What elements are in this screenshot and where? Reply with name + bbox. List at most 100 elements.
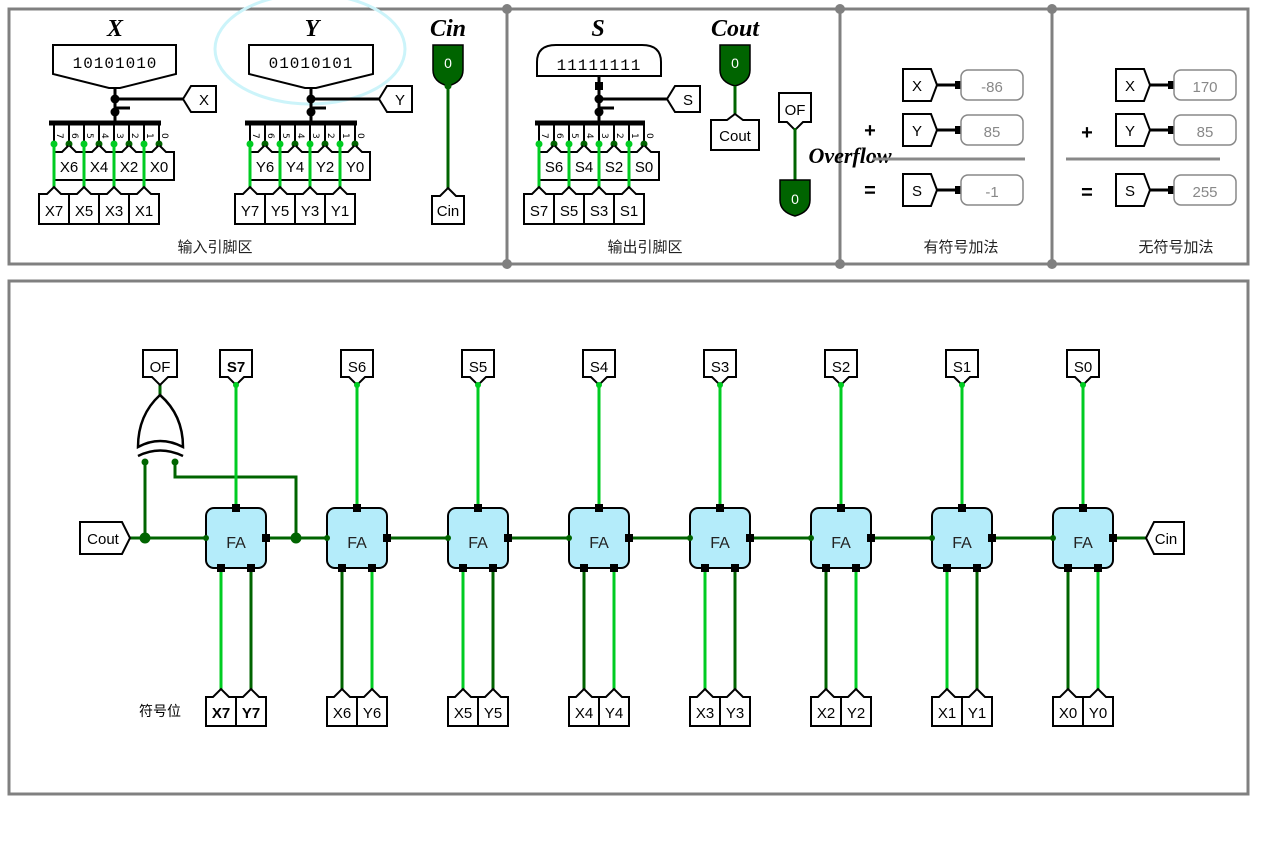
s-output-pin <box>536 44 662 77</box>
y-input-label: Y2 <box>847 705 865 722</box>
x-bit-index: 3 <box>114 133 124 139</box>
x-bit-index: 2 <box>129 133 139 139</box>
signed-tunnel <box>902 68 939 102</box>
unsigned-tunnel-label: Y <box>1125 123 1135 140</box>
sign-bit-label: 符号位 <box>139 703 181 719</box>
s-tunnel <box>665 85 701 113</box>
of-tunnel-top <box>778 92 812 132</box>
s-lower-tunnel: S7 <box>523 144 555 225</box>
x-lower-tunnel: X7 <box>38 144 70 225</box>
of-tunnel-label: OF <box>150 359 171 376</box>
s-bit-index: 6 <box>554 133 564 139</box>
y-bit-index: 7 <box>250 133 260 139</box>
full-adder-label: FA <box>831 535 851 552</box>
sum-tunnel <box>1066 349 1100 387</box>
x-title: X <box>106 16 124 42</box>
of-tunnel-bottom: OF <box>142 349 178 387</box>
full-adder-label: FA <box>710 535 730 552</box>
x-lower-label: X3 <box>105 203 123 220</box>
signed-probe-value: -86 <box>981 79 1003 96</box>
x-input-tunnel: X2 <box>810 687 842 727</box>
signed-tunnel-label: X <box>912 78 922 95</box>
x-upper-label: X0 <box>150 159 168 176</box>
x-input-label: X3 <box>696 705 714 722</box>
full-adder-label: FA <box>347 535 367 552</box>
x-bit-index: 1 <box>144 133 154 139</box>
signed-tunnel <box>902 113 939 147</box>
unsigned-probe-value: 255 <box>1192 184 1217 201</box>
x-bit-index: 0 <box>159 133 169 139</box>
cin-tunnel-bottom: Cin <box>1144 521 1185 555</box>
y-upper-tunnel: Y2 <box>309 143 341 181</box>
s-lower-tunnel: S5 <box>553 144 585 225</box>
sum-tunnel-label: S2 <box>832 359 850 376</box>
y-title: Y <box>305 16 322 42</box>
cin-tunnel <box>431 186 465 225</box>
s-upper-label: S0 <box>635 159 653 176</box>
s-lower-label: S7 <box>530 203 548 220</box>
y-input-label: Y3 <box>726 705 744 722</box>
xor-gate[interactable] <box>136 393 185 458</box>
s-bit-index: 0 <box>644 133 654 139</box>
x-bit-index: 6 <box>69 133 79 139</box>
svg-text:0: 0 <box>731 55 739 71</box>
cout-title: Cout <box>711 16 760 42</box>
x-input-pin[interactable] <box>52 44 177 89</box>
unsigned-panel-caption: 无符号加法 <box>1138 238 1213 256</box>
x-input-tunnel: X5 <box>447 687 479 727</box>
s-bits-value: 11111111 <box>557 57 642 75</box>
y-input-pin[interactable] <box>248 44 374 89</box>
s-bit-index: 4 <box>584 133 594 139</box>
x-lower-label: X1 <box>135 203 153 220</box>
sum-tunnel-label: S3 <box>711 359 729 376</box>
signed-tunnel <box>902 173 939 207</box>
signed-tunnel-label: Y <box>912 123 922 140</box>
sum-tunnel <box>340 349 374 387</box>
y-bit-index: 4 <box>295 133 305 139</box>
x-upper-label: X2 <box>120 159 138 176</box>
sum-tunnel <box>824 349 858 387</box>
unsigned-probe-value-box <box>1173 69 1237 101</box>
input-panel-caption: 输入引脚区 <box>177 238 252 256</box>
x-input-label: X4 <box>575 705 593 722</box>
s-bit-index: 3 <box>599 133 609 139</box>
unsigned-plus: + <box>1081 122 1093 144</box>
y-upper-tunnel: Y4 <box>279 143 311 181</box>
junction-dot <box>290 532 302 544</box>
y-lower-label: Y5 <box>271 203 289 220</box>
y-input-tunnel: Y5 <box>477 687 509 727</box>
sum-tunnel <box>582 349 616 387</box>
y-bit-index: 0 <box>355 133 365 139</box>
s-lower-tunnel: S3 <box>583 144 615 225</box>
unsigned-tunnel <box>1115 173 1152 207</box>
unsigned-tunnel <box>1115 113 1152 147</box>
y-bit-index: 2 <box>325 133 335 139</box>
signed-probe-value: 85 <box>984 124 1001 141</box>
y-input-label: Y6 <box>363 705 381 722</box>
sum-tunnel-label: S5 <box>469 359 487 376</box>
y-upper-tunnel: Y0 <box>339 143 371 181</box>
y-bits-value: 01010101 <box>269 55 354 73</box>
s-upper-tunnel: S0 <box>628 143 660 181</box>
y-lower-label: Y7 <box>241 203 259 220</box>
output-panel: S Cout 11111111 S 0 Cout OF 0 Overflow 输… <box>535 16 892 256</box>
unsigned-probe-value: 85 <box>1197 124 1214 141</box>
signed-tunnel-label: S <box>912 183 922 200</box>
sum-tunnel <box>703 349 737 387</box>
unsigned-probe-value-box <box>1173 114 1237 146</box>
x-upper-label: X4 <box>90 159 108 176</box>
y-bit-index: 1 <box>340 133 350 139</box>
y-lower-tunnel: Y5 <box>264 144 296 225</box>
signed-probe-row: S-1 <box>902 173 1024 207</box>
sum-tunnel <box>945 349 979 387</box>
x-lower-tunnel: X5 <box>68 144 100 225</box>
x-input-tunnel: X6 <box>326 687 358 727</box>
y-input-tunnel: Y4 <box>598 687 630 727</box>
